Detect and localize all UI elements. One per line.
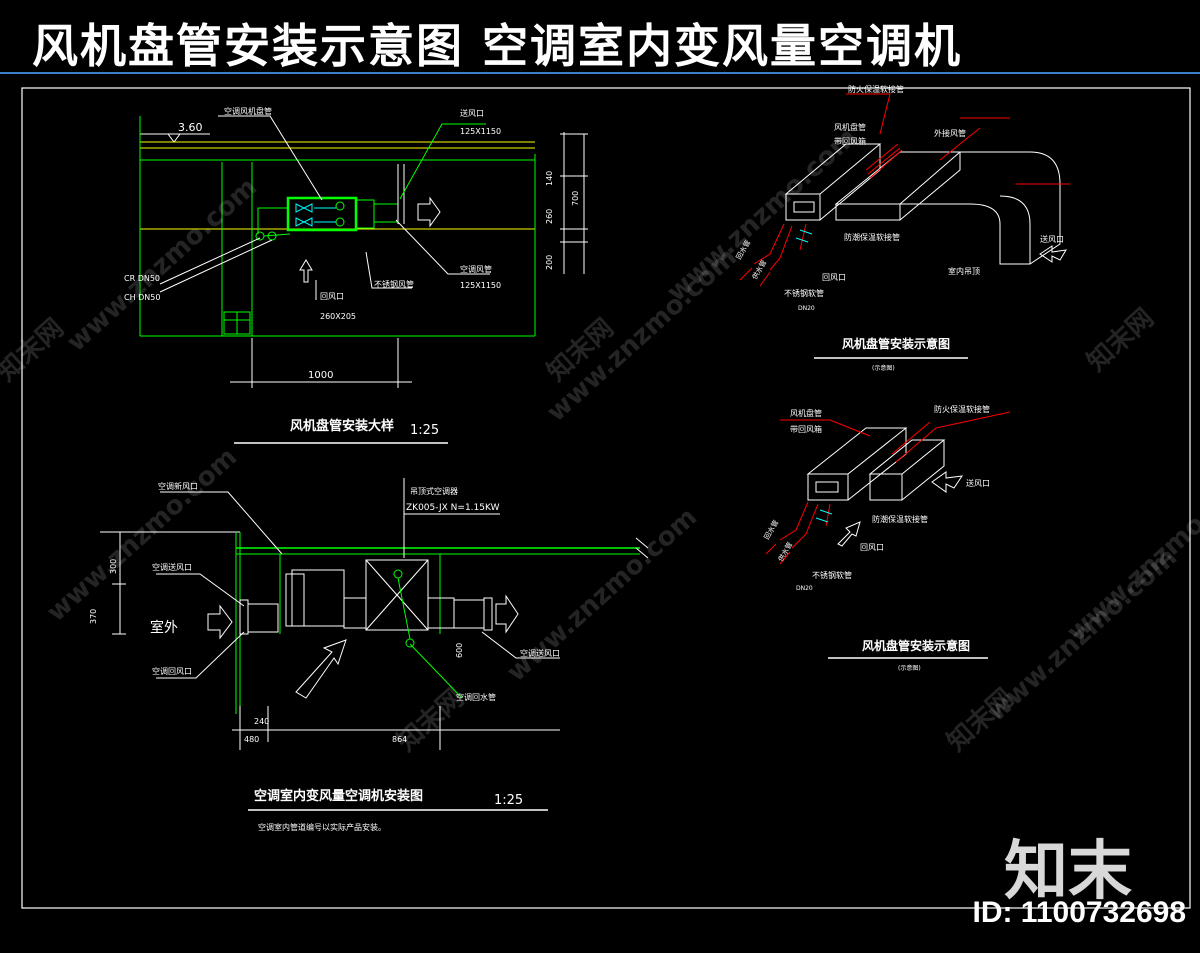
dim-d4: 600: [455, 643, 464, 658]
iso1-out-duct: 外接风管: [934, 128, 966, 138]
iso2-coil: 风机盘管: [790, 408, 822, 418]
dim-right-1: 140: [545, 171, 554, 186]
id-tag: ID: 1100732698: [972, 896, 1186, 929]
label-coil: 空调风机盘管: [224, 106, 272, 116]
page-title: 风机盘管安装示意图 空调室内变风量空调机: [32, 19, 963, 73]
label-duct-size: 125X1150: [460, 281, 501, 290]
iso2-drain: 不锈钢软管: [812, 570, 852, 580]
label-drain: 不锈钢风管: [374, 279, 414, 289]
label-return: 回风口: [320, 292, 344, 301]
header-divider: [0, 72, 1200, 74]
label-model-name: 吊顶式空调器: [410, 486, 458, 496]
dim-bottom: 1000: [308, 370, 333, 381]
iso2-supply: 送风口: [966, 478, 990, 488]
cad-drawing-canvas: 3.60: [21, 84, 1191, 909]
iso2-return: 回风口: [860, 543, 884, 552]
drawing2-title: 空调室内变风量空调机安装图: [254, 788, 423, 804]
iso2-title: 风机盘管安装示意图: [862, 638, 970, 653]
iso2-fire: 防火保温软接管: [934, 404, 990, 414]
vav-unit-drawing: 空调新风口 空调送风口 空调回风口 空调送风口 空调回水管 吊顶式空调器 ZK0…: [89, 478, 649, 832]
drawing2-note: 空调室内管道编号以实际产品安装。: [258, 822, 386, 832]
label-fresh: 空调新风口: [158, 481, 198, 491]
iso2-cs: 供水管: [776, 540, 794, 563]
iso1-return: 回风口: [822, 273, 846, 282]
dim-d2: 240: [254, 717, 269, 726]
drawing-frame: [21, 87, 1191, 909]
iso1-fire: 防火保温软接管: [848, 84, 904, 94]
drawing2-scale: 1:25: [494, 793, 523, 808]
label-duct: 空调风管: [460, 264, 492, 274]
dim-v2: 370: [89, 609, 98, 624]
drawing1-title: 风机盘管安装大样: [290, 418, 394, 434]
label-return-l: 空调回风口: [152, 666, 192, 676]
dim-v1: 300: [109, 559, 118, 574]
iso1-dn: DN20: [798, 305, 815, 312]
iso1-insul: 防潮保温软接管: [844, 232, 900, 242]
iso1-return-duct: 带回风箱: [834, 136, 866, 146]
dim-right-3: 200: [545, 255, 554, 270]
iso1-drain: 不锈钢软管: [784, 288, 824, 298]
iso2-return-duct: 带回风箱: [790, 424, 822, 434]
dim-d1: 480: [244, 735, 259, 744]
elevation-label: 3.60: [178, 121, 203, 134]
brand-logo: 知末: [1004, 835, 1132, 909]
dim-d3: 864: [392, 735, 407, 744]
iso2-cw: 回水管: [762, 518, 780, 541]
iso2-dn: DN20: [796, 585, 813, 592]
iso1-title: 风机盘管安装示意图: [842, 336, 950, 351]
label-return-size: 260X205: [320, 312, 356, 321]
label-ch: CH DN50: [124, 293, 160, 302]
fan-coil-detail-drawing: 3.60: [124, 106, 588, 444]
label-pipe: 空调回水管: [456, 692, 496, 702]
dim-right-total: 700: [571, 191, 580, 206]
iso2-insul: 防潮保温软接管: [872, 514, 928, 524]
label-supply-r: 空调送风口: [520, 648, 560, 658]
dim-right-2: 260: [545, 209, 554, 224]
label-supply-size: 125X1150: [460, 127, 501, 136]
label-supply: 送风口: [460, 108, 484, 118]
iso1-room: 室内吊顶: [948, 266, 980, 276]
iso-view-2: 风机盘管 带回风箱 防火保温软接管 送风口 防潮保温软接管 回风口 回水管 供水…: [762, 404, 1011, 672]
iso2-sub: (示意图): [898, 664, 921, 672]
label-outdoor: 室外: [150, 619, 178, 636]
iso1-sub: (示意图): [872, 364, 895, 372]
label-model: ZK005-JX N=1.15KW: [406, 503, 500, 513]
iso-view-1: 防火保温软接管 风机盘管 带回风箱 外接风管 防潮保温软接管 送风口 室内吊顶 …: [734, 84, 1070, 372]
label-cr: CR DN50: [124, 274, 160, 283]
drawing1-scale: 1:25: [410, 423, 439, 438]
iso1-supply: 送风口: [1040, 234, 1064, 244]
iso1-coil: 风机盘管: [834, 122, 866, 132]
label-outlet: 空调送风口: [152, 562, 192, 572]
header-bar: 风机盘管安装示意图 空调室内变风量空调机: [0, 0, 1200, 74]
